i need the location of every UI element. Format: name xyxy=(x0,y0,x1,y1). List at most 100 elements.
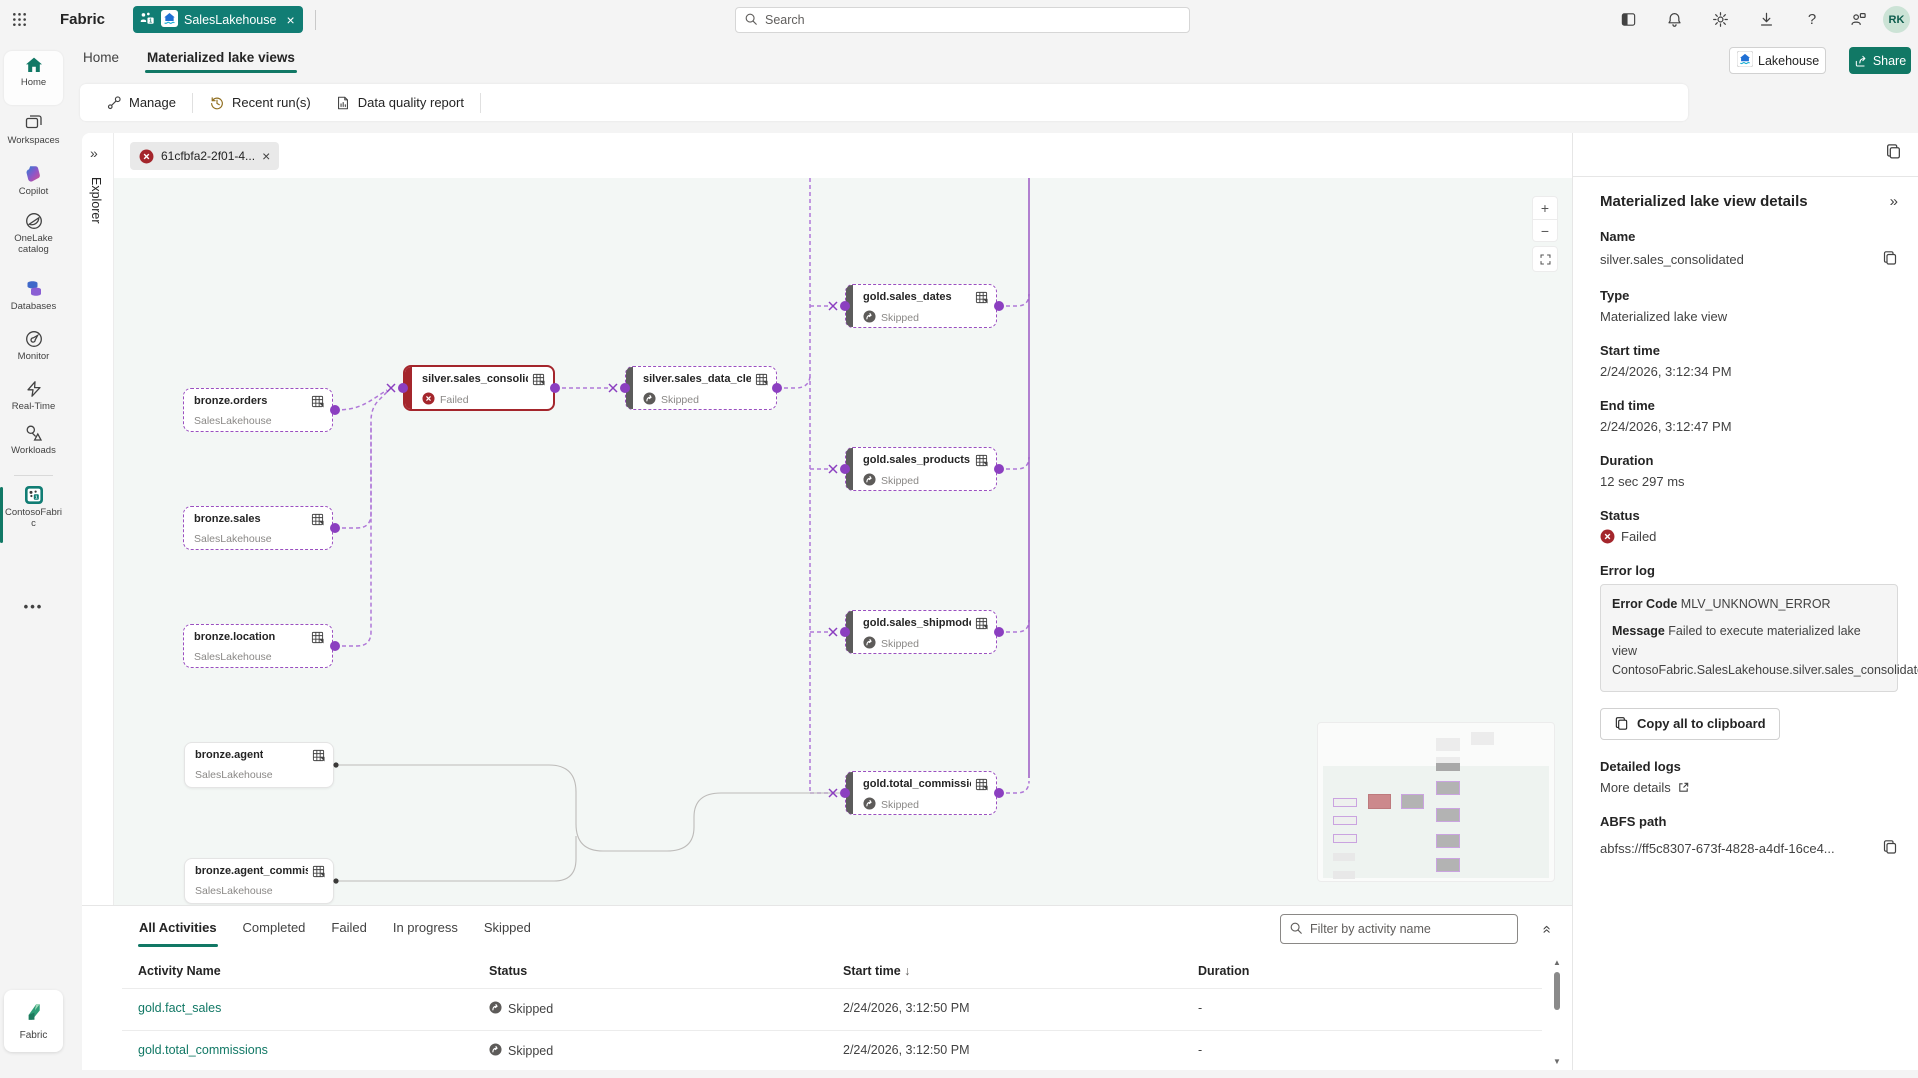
activities-tab-all-activities[interactable]: All Activities xyxy=(138,912,218,950)
scrollbar-thumb[interactable] xyxy=(1554,972,1560,1010)
more-details-link[interactable]: More details xyxy=(1600,780,1898,795)
copy-icon[interactable] xyxy=(1882,839,1898,858)
settings-gear-icon[interactable] xyxy=(1704,4,1736,36)
collapse-activities-icon[interactable]: » xyxy=(1537,926,1555,934)
tab-home[interactable]: Home xyxy=(83,50,120,65)
tab-materialized-lake-views[interactable]: Materialized lake views xyxy=(145,46,297,75)
sidebar-item-workspaces[interactable]: Workspaces xyxy=(0,113,67,147)
run-chip-close-icon[interactable]: × xyxy=(262,148,271,164)
activities-tab-completed[interactable]: Completed xyxy=(242,920,306,935)
sidebar-item-databases[interactable]: Databases xyxy=(0,279,67,313)
run-id-chip[interactable]: 61cfbfa2-2f01-4... × xyxy=(130,142,280,170)
sidebar-item-onelake[interactable]: OneLake catalog xyxy=(0,211,67,256)
workspace-tab-label: SalesLakehouse xyxy=(184,12,277,27)
canvas-minimap[interactable] xyxy=(1317,722,1555,882)
status-icon xyxy=(863,636,876,652)
minimap-node xyxy=(1333,834,1357,843)
activity-start-time: 2/24/2026, 3:12:50 PM xyxy=(843,1043,970,1057)
node-status-bar xyxy=(405,367,412,409)
col-start-time[interactable]: Start time ↓ xyxy=(843,964,911,978)
waffle-menu-icon[interactable] xyxy=(0,0,38,39)
global-search[interactable] xyxy=(735,7,1190,33)
collapse-panel-icon[interactable]: » xyxy=(1889,193,1898,210)
help-icon[interactable]: ? xyxy=(1807,11,1817,28)
notifications-bell-icon[interactable] xyxy=(1658,4,1690,36)
col-duration[interactable]: Duration xyxy=(1198,964,1250,978)
node-status: Skipped xyxy=(863,636,988,652)
workspace-tab[interactable]: 1 SalesLakehouse × xyxy=(133,6,303,33)
sidebar-more-button[interactable]: ••• xyxy=(23,599,44,614)
scroll-up-icon[interactable]: ▲ xyxy=(1553,958,1561,967)
zoom-in-button[interactable]: + xyxy=(1532,196,1558,219)
copy-icon[interactable] xyxy=(1882,250,1898,269)
run-id-label: 61cfbfa2-2f01-4... xyxy=(161,149,256,163)
sidebar-item-home[interactable]: Home xyxy=(0,55,67,89)
minimap-node xyxy=(1436,834,1460,848)
zoom-out-button[interactable]: − xyxy=(1532,219,1558,242)
activities-scrollbar[interactable]: ▲ ▼ xyxy=(1550,958,1564,1066)
status-text: Skipped xyxy=(881,638,919,650)
detail-value: 2/24/2026, 3:12:47 PM xyxy=(1600,419,1732,434)
lineage-node-bronze-orders[interactable]: bronze.orders SalesLakehouse xyxy=(183,388,333,432)
activities-tab-skipped[interactable]: Skipped xyxy=(483,920,531,935)
minimap-node xyxy=(1401,794,1424,809)
status-text: Skipped xyxy=(881,799,919,811)
lineage-node-gold-sales-shipmode[interactable]: gold.sales_shipmode Skipped xyxy=(845,610,997,654)
sidebar-item-fabric[interactable]: Fabric xyxy=(4,990,63,1052)
sidebar-item-copilot[interactable]: Copilot xyxy=(0,164,67,198)
activity-row[interactable]: gold.fact_sales Skipped 2/24/2026, 3:12:… xyxy=(82,988,1542,1030)
activity-filter-input[interactable] xyxy=(1310,922,1509,936)
side-panel-toggle-icon[interactable] xyxy=(1612,4,1644,36)
manage-button[interactable]: Manage xyxy=(94,84,188,121)
fit-to-screen-button[interactable] xyxy=(1532,246,1558,272)
share-button[interactable]: Share xyxy=(1849,47,1911,74)
lineage-node-bronze-sales[interactable]: bronze.sales SalesLakehouse xyxy=(183,506,333,550)
table-icon xyxy=(755,373,768,389)
status-icon xyxy=(422,392,435,408)
download-icon[interactable] xyxy=(1750,4,1782,36)
node-title: silver.sales_data_cleaned xyxy=(643,373,751,385)
activities-tab-in-progress[interactable]: In progress xyxy=(392,920,458,935)
lineage-node-silver-sales-data-cleaned[interactable]: silver.sales_data_cleaned Skipped xyxy=(625,366,777,410)
share-icon xyxy=(1855,55,1866,67)
lineage-canvas[interactable]: bronze.orders SalesLakehouse bronze.sale… xyxy=(114,178,1572,905)
fabric-footer-label: Fabric xyxy=(19,1030,48,1041)
workspace-tab-close-icon[interactable]: × xyxy=(286,11,295,28)
minimap-node xyxy=(1471,732,1494,745)
lineage-node-gold-sales-products[interactable]: gold.sales_products Skipped xyxy=(845,447,997,491)
item-type-dropdown[interactable]: Lakehouse xyxy=(1729,47,1826,74)
recent-runs-button[interactable]: Recent run(s) xyxy=(197,84,323,121)
activity-filter[interactable] xyxy=(1280,914,1518,944)
search-input[interactable] xyxy=(765,13,1181,27)
detail-label: End time xyxy=(1600,398,1655,413)
col-status[interactable]: Status xyxy=(489,964,528,978)
explorer-expand-icon[interactable]: » xyxy=(90,145,98,161)
detail-label: Name xyxy=(1600,229,1636,244)
minimap-node xyxy=(1436,763,1460,771)
lineage-node-bronze-agent[interactable]: bronze.agent SalesLakehouse xyxy=(184,742,334,788)
copy-all-to-clipboard-button[interactable]: Copy all to clipboard xyxy=(1600,707,1780,740)
activity-row[interactable]: gold.total_commissions Skipped 2/24/2026… xyxy=(82,1030,1542,1070)
lineage-node-bronze-agent-commissions[interactable]: bronze.agent_commissio... SalesLakehouse xyxy=(184,858,334,904)
sidebar-item-workloads[interactable]: Workloads xyxy=(0,423,67,457)
activity-status: Skipped xyxy=(489,1043,553,1059)
feedback-icon[interactable] xyxy=(1842,4,1874,36)
scroll-down-icon[interactable]: ▼ xyxy=(1553,1057,1561,1066)
activities-tab-failed[interactable]: Failed xyxy=(331,920,367,935)
lineage-node-bronze-location[interactable]: bronze.location SalesLakehouse xyxy=(183,624,333,668)
col-activity-name[interactable]: Activity Name xyxy=(138,964,221,978)
copy-icon[interactable] xyxy=(1885,143,1902,163)
lineage-node-gold-total-commissions[interactable]: gold.total_commissions Skipped xyxy=(845,771,997,815)
activity-name-link[interactable]: gold.fact_sales xyxy=(138,1001,222,1015)
minimap-node xyxy=(1333,798,1357,807)
activity-name-link[interactable]: gold.total_commissions xyxy=(138,1043,268,1057)
sidebar-item-monitor[interactable]: Monitor xyxy=(0,329,67,363)
lineage-node-gold-sales-dates[interactable]: gold.sales_dates Skipped xyxy=(845,284,997,328)
lineage-node-silver-sales-consolidated[interactable]: silver.sales_consolidated Failed xyxy=(403,365,555,411)
sidebar-item-realtime[interactable]: Real-Time xyxy=(0,379,67,413)
data-quality-report-button[interactable]: Data quality report xyxy=(323,84,476,121)
user-avatar[interactable]: RK xyxy=(1883,6,1910,33)
sidebar-item-label: ContosoFabric xyxy=(4,507,63,529)
